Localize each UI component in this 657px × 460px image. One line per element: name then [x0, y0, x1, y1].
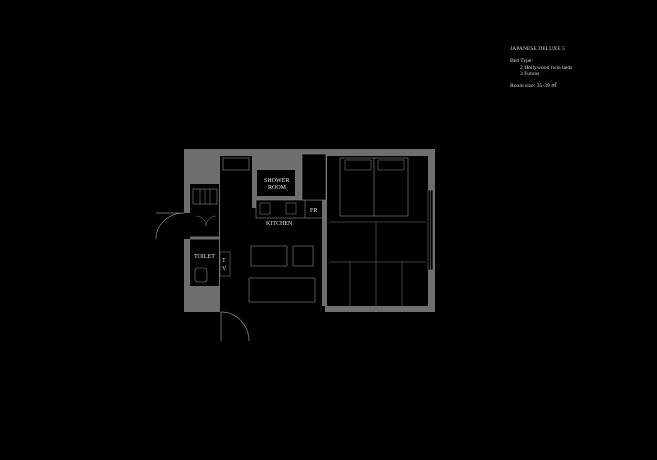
chair	[292, 245, 314, 267]
sink	[259, 202, 271, 215]
washbasin	[222, 157, 250, 171]
shower-label-line2: ROOM	[268, 185, 287, 191]
bottom-door-gap	[220, 306, 249, 314]
bed-item: 3 Futons	[520, 70, 540, 77]
fridge-label: FR	[310, 208, 317, 214]
room-size: Room size: 35-39 ㎡	[510, 83, 557, 90]
tv-label-t: T	[222, 258, 226, 264]
toilet-label: TOILET	[194, 254, 215, 260]
living-area	[220, 208, 325, 306]
room-info: JAPANESE DELUXE 5 Bed Type: 2 Hollywood …	[510, 46, 572, 89]
toilet-fixture	[194, 267, 208, 283]
entry-toilet-area	[190, 184, 219, 286]
bed-type-label: Bed Type:	[510, 58, 533, 65]
tatami-room	[327, 156, 428, 306]
closet-right	[301, 153, 327, 201]
bed-item: 2 Hollywood twin beds	[520, 64, 573, 71]
shower-room	[257, 170, 295, 196]
shower-label-line1: SHOWER	[264, 178, 289, 184]
bottom-door-swing	[220, 311, 250, 342]
pillow	[344, 159, 372, 171]
stove	[285, 202, 297, 215]
entry-door-swing	[155, 212, 185, 240]
dining-table	[250, 245, 288, 267]
tv-unit	[219, 251, 231, 277]
washroom	[220, 156, 252, 208]
entry-door-gap	[183, 213, 191, 239]
pillow	[377, 159, 405, 171]
tv-label-v: V	[222, 266, 227, 272]
sofa	[248, 277, 316, 303]
room-name: JAPANESE DELUXE 5	[510, 46, 565, 52]
kitchen-label: KITCHEN	[266, 221, 293, 227]
